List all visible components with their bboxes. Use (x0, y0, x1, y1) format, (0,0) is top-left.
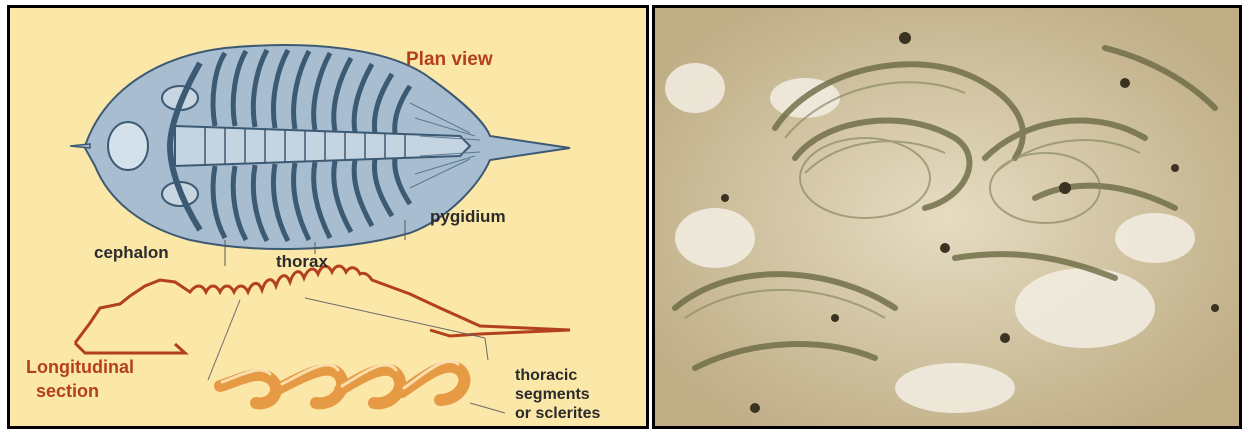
cephalon-label: cephalon (94, 244, 169, 261)
thoracic-label-line1: thoracic (515, 368, 577, 384)
micrograph-panel (652, 5, 1242, 429)
longitudinal-section-line (75, 266, 570, 343)
thoracic-label-line2: segments (515, 387, 590, 403)
longitudinal-label-line1: Longitudinal (26, 358, 134, 376)
thorax-label: thorax (276, 253, 328, 270)
cephalon-glabella (108, 122, 148, 170)
longitudinal-label-line2: section (36, 382, 99, 400)
thoracic-label-line3: or sclerites (515, 406, 600, 422)
trilobite-diagram-panel: Plan view cephalon thorax pygidium Longi… (7, 5, 649, 429)
plan-view-title: Plan view (406, 50, 493, 69)
thin-section-micrograph (655, 8, 1239, 426)
pygidium-label: pygidium (430, 208, 506, 225)
